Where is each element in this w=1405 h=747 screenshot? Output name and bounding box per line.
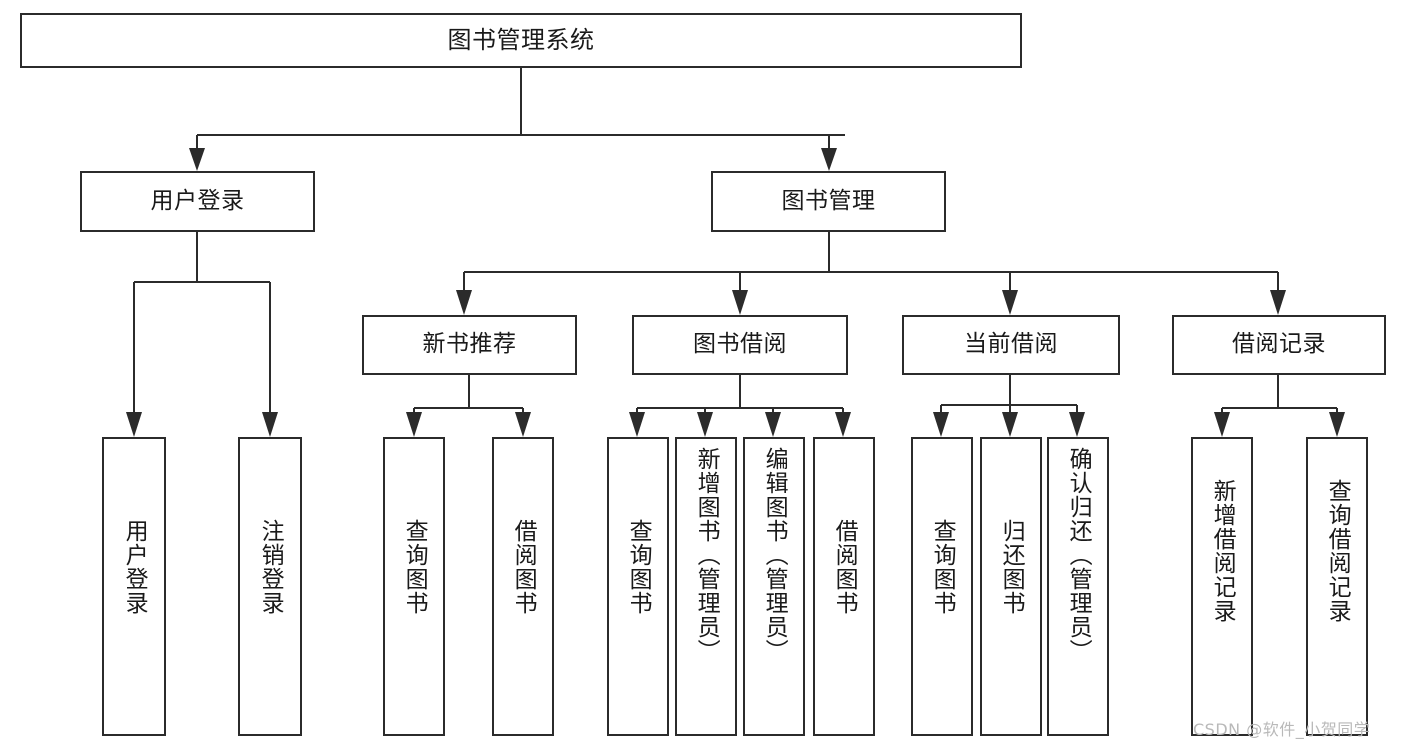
node-label: 查询图书 bbox=[401, 519, 428, 615]
leaf-borrow-borrow-book[interactable]: 借阅图书 bbox=[813, 437, 875, 736]
node-label: 用户登录 bbox=[121, 519, 148, 615]
node-root-book-management-system[interactable]: 图书管理系统 bbox=[20, 13, 1022, 68]
leaf-rec-query-book[interactable]: 查询图书 bbox=[383, 437, 445, 736]
node-label: 借阅图书 bbox=[831, 519, 858, 615]
leaf-record-query-borrow-record[interactable]: 查询借阅记录 bbox=[1306, 437, 1368, 736]
node-label: 用户登录 bbox=[150, 187, 245, 214]
leaf-current-return-book[interactable]: 归还图书 bbox=[980, 437, 1042, 736]
leaf-borrow-add-book-admin[interactable]: 新增图书（管理员） bbox=[675, 437, 737, 736]
node-label: 图书管理 bbox=[781, 187, 876, 214]
node-borrowing-record[interactable]: 借阅记录 bbox=[1172, 315, 1386, 375]
node-book-borrowing[interactable]: 图书借阅 bbox=[632, 315, 848, 375]
leaf-borrow-edit-book-admin[interactable]: 编辑图书（管理员） bbox=[743, 437, 805, 736]
leaf-user-login[interactable]: 用户登录 bbox=[102, 437, 166, 736]
node-book-management[interactable]: 图书管理 bbox=[711, 171, 946, 232]
node-label: 查询图书 bbox=[625, 519, 652, 615]
node-label: 查询图书 bbox=[929, 519, 956, 615]
csdn-watermark: CSDN @软件_小贺同学 bbox=[1193, 720, 1371, 739]
leaf-user-logout[interactable]: 注销登录 bbox=[238, 437, 302, 736]
node-user-login[interactable]: 用户登录 bbox=[80, 171, 315, 232]
leaf-rec-borrow-book[interactable]: 借阅图书 bbox=[492, 437, 554, 736]
node-label: 编辑图书（管理员） bbox=[761, 447, 788, 663]
leaf-current-confirm-return-admin[interactable]: 确认归还（管理员） bbox=[1047, 437, 1109, 736]
leaf-current-query-book[interactable]: 查询图书 bbox=[911, 437, 973, 736]
node-label: 确认归还（管理员） bbox=[1065, 447, 1092, 663]
node-label: 归还图书 bbox=[998, 519, 1025, 615]
node-label: 图书管理系统 bbox=[447, 26, 595, 55]
node-label: 借阅图书 bbox=[510, 519, 537, 615]
node-new-book-recommendation[interactable]: 新书推荐 bbox=[362, 315, 577, 375]
node-label: 新书推荐 bbox=[422, 331, 517, 358]
node-label: 图书借阅 bbox=[693, 331, 787, 358]
leaf-borrow-query-book[interactable]: 查询图书 bbox=[607, 437, 669, 736]
node-label: 注销登录 bbox=[257, 519, 284, 615]
node-label: 查询借阅记录 bbox=[1324, 479, 1351, 623]
node-current-borrowing[interactable]: 当前借阅 bbox=[902, 315, 1120, 375]
node-label: 新增图书（管理员） bbox=[693, 447, 720, 663]
leaf-record-add-borrow-record[interactable]: 新增借阅记录 bbox=[1191, 437, 1253, 736]
node-label: 新增借阅记录 bbox=[1209, 479, 1236, 623]
node-label: 当前借阅 bbox=[964, 331, 1058, 358]
node-label: 借阅记录 bbox=[1232, 331, 1326, 358]
